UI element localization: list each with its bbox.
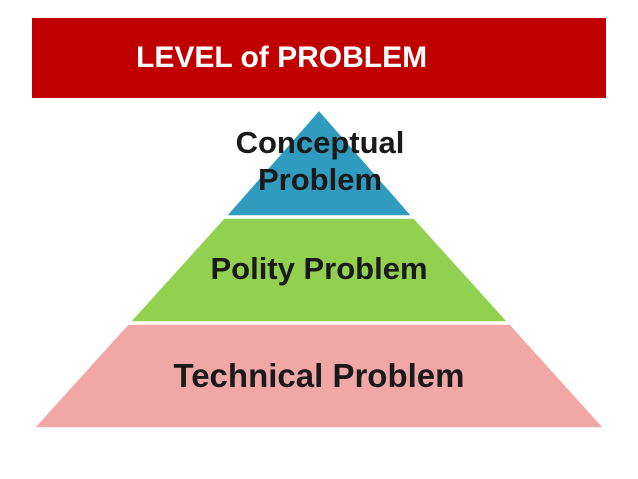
title-bar <box>32 18 606 98</box>
pyramid-level-bottom <box>32 323 606 429</box>
pyramid-level-middle <box>128 217 510 323</box>
level-conceptual-label: Conceptual Problem <box>200 124 440 198</box>
level-technical-label: Technical Problem <box>173 357 465 394</box>
level-conceptual-line1: Conceptual <box>235 125 405 160</box>
page-title: LEVEL of PROBLEM <box>136 41 428 74</box>
level-conceptual-line2: Problem <box>257 162 383 197</box>
level-polity-label: Polity Problem <box>210 251 428 286</box>
pyramid-level-top <box>224 108 414 217</box>
